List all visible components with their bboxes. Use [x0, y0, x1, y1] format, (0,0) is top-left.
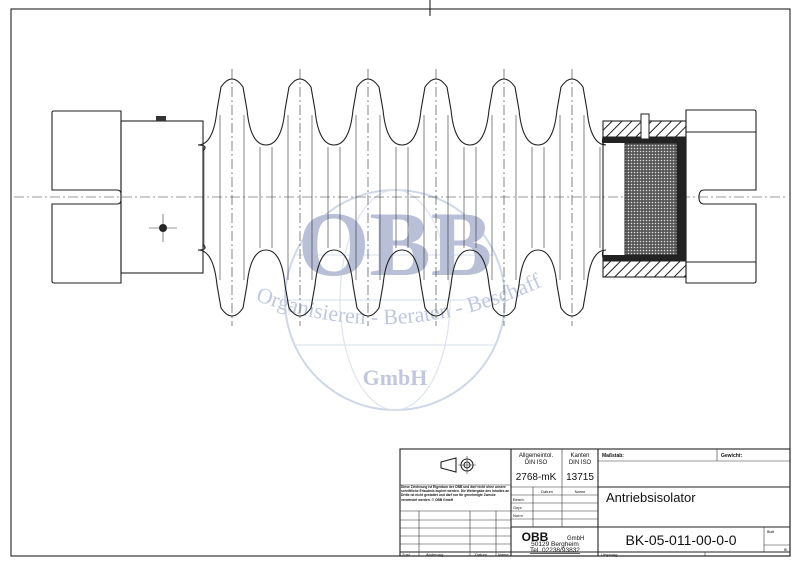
left-end-fitting [51, 110, 204, 284]
scale-label: Maßstab: [602, 453, 624, 459]
company-phone: Tel. 02238/93832 [530, 547, 580, 554]
row-edited: Bearb. [513, 497, 525, 502]
bellows-upper-contour [197, 78, 607, 152]
watermark-logo: OBB [298, 193, 492, 295]
general-tolerance-label: Allgemeintol. [519, 453, 554, 459]
revision-date-header: Datum [475, 552, 487, 557]
revision-change-header: Änderung [426, 552, 443, 557]
title-block: Diese Zeichnung ist Eigentum der OBB und… [399, 448, 791, 557]
general-tolerance-standard: DIN ISO [525, 460, 548, 466]
right-end-fitting [602, 109, 757, 284]
row-checked: Gepr. [513, 505, 523, 510]
set-screw [640, 113, 650, 140]
drawing-number: BK-05-011-00-0-0 [625, 532, 736, 548]
edges-standard: DIN ISO [569, 460, 592, 466]
projection-symbol-icon [440, 456, 476, 474]
edges-label: Kanten [570, 453, 589, 459]
row-norm: Norm [513, 513, 523, 518]
general-tolerance-value: 2768-mK [516, 472, 557, 483]
watermark: OBB Organisieren - Beraten - Beschaffen … [0, 0, 545, 411]
watermark-suffix: GmbH [363, 365, 428, 390]
weight-label: Gewicht: [721, 453, 742, 459]
bellows-lower-contour [197, 243, 607, 317]
part-name: Antriebsisolator [606, 490, 696, 505]
revision-name-header: Name [498, 552, 509, 557]
sheet-label: Blatt [767, 530, 774, 534]
bellows-body [197, 69, 607, 326]
date-header: Datum [541, 489, 553, 494]
company-suffix: GmbH [567, 536, 584, 542]
revision-index-header: Zust. [402, 552, 411, 557]
company-name: OBB [522, 530, 549, 544]
insulating-core-section [624, 142, 678, 256]
name-header: Name [575, 489, 586, 494]
set-screw [156, 116, 166, 121]
edges-value: 13715 [566, 472, 594, 483]
origin-label: Ursprung [601, 552, 617, 557]
company-city: 50129 Bergheim [531, 541, 579, 548]
ownership-notice: Diese Zeichnung ist Eigentum der OBB und… [401, 485, 510, 502]
sheet-suffix: Bl. [784, 548, 788, 552]
